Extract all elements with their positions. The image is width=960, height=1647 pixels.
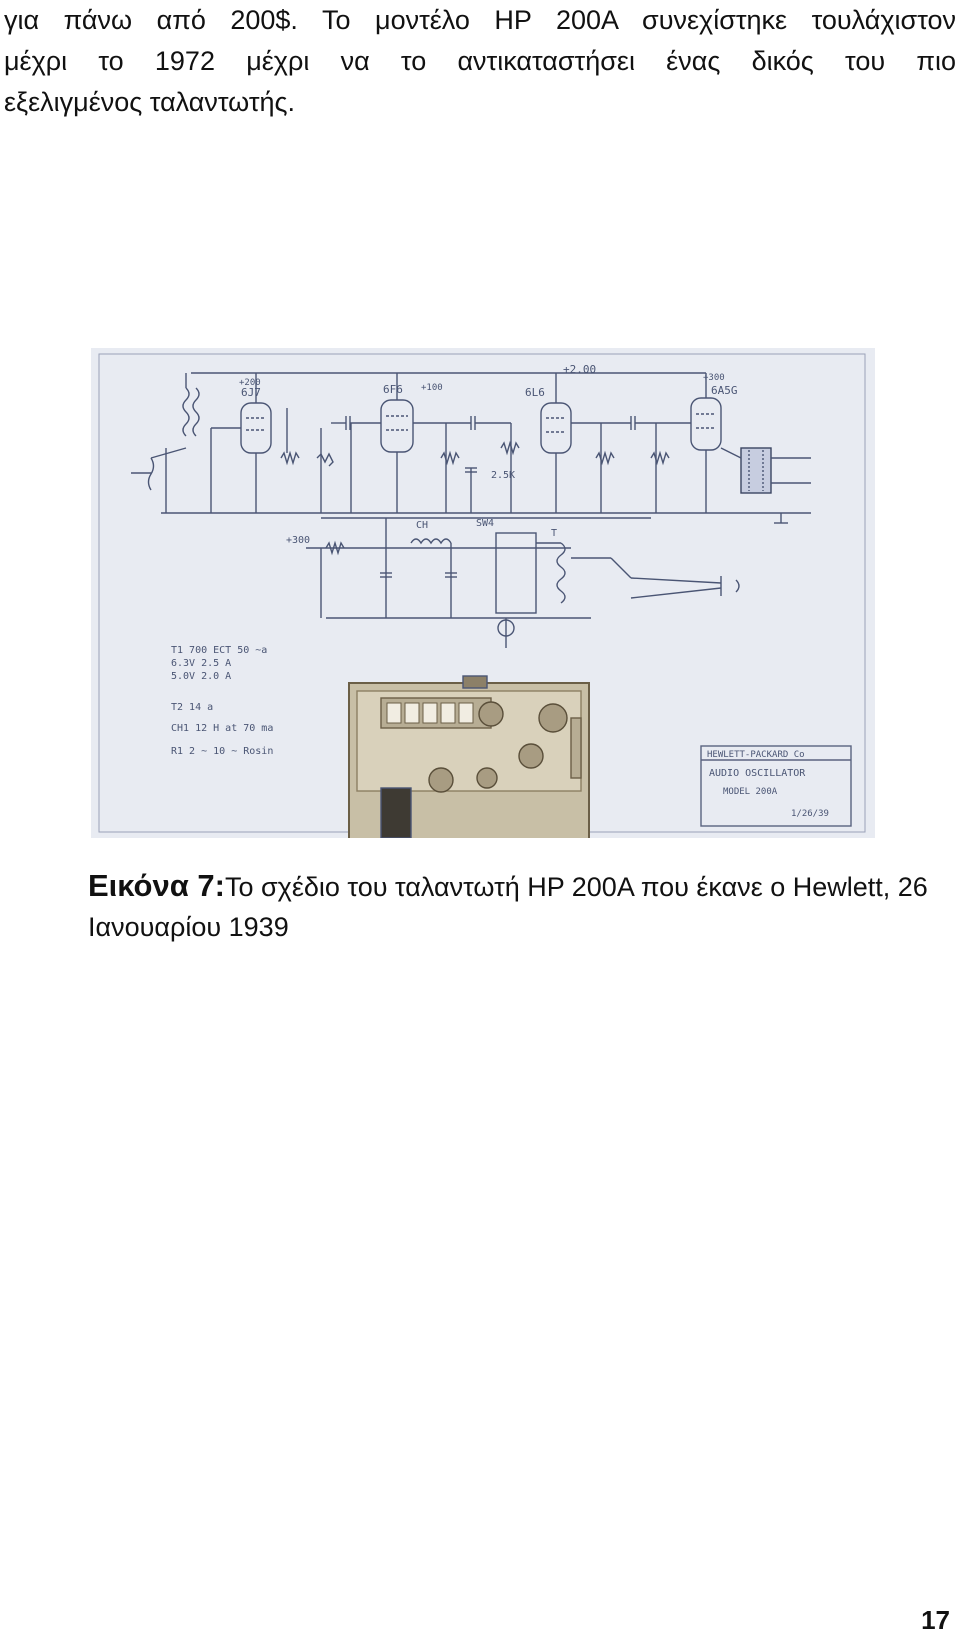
- parts-list-row: T1 700 ECT 50 ~a: [171, 645, 267, 656]
- switch-label: SW4: [476, 518, 494, 529]
- title-block-company: HEWLETT-PACKARD Co: [707, 750, 805, 760]
- parts-list-row: R1 2 ~ 10 ~ Rosin: [171, 746, 273, 757]
- figure-caption: Εικόνα 7:Το σχέδιο του ταλαντωτή HP 200A…: [88, 866, 956, 947]
- output-transformer: [720, 447, 811, 524]
- voltage-label-5: +300: [703, 373, 725, 383]
- body-paragraph: για πάνω από 200$. Το μοντέλο HP 200A συ…: [4, 0, 956, 123]
- body-text-line-3: εξελιγμένος ταλαντωτής.: [4, 87, 296, 117]
- tube-1: [210, 373, 272, 513]
- body-text-line-1: για πάνω από 200$. Το μοντέλο HP 200A συ…: [4, 5, 956, 35]
- tube-3-label: 6L6: [525, 386, 545, 399]
- tube-4-label: 6A5G: [711, 384, 738, 397]
- transformer-label: T: [551, 528, 557, 539]
- caption-label: Εικόνα 7:: [88, 868, 225, 903]
- title-block-name: AUDIO OSCILLATOR: [709, 768, 806, 779]
- schematic-figure: 6J7 +200 6F6 +100 2.5K: [91, 348, 875, 838]
- choke-label: CH: [416, 520, 428, 531]
- body-text-line-2: μέχρι το 1972 μέχρι να το αντικαταστήσει…: [4, 46, 956, 76]
- caption-text: Το σχέδιο του ταλαντωτή HP 200A που έκαν…: [88, 872, 928, 942]
- voltage-label-3: +100: [421, 383, 443, 393]
- schematic-drawing: 6J7 +200 6F6 +100 2.5K: [91, 348, 875, 838]
- tube-3: [540, 373, 572, 513]
- parts-list-row: CH1 12 H at 70 ma: [171, 723, 273, 734]
- voltage-label-4: +2.00: [563, 363, 596, 376]
- parts-list-row: 5.0V 2.0 A: [171, 671, 231, 682]
- tube-2: [380, 373, 414, 513]
- page-number: 17: [921, 1605, 950, 1635]
- parts-list-row: T2 14 a: [171, 702, 213, 713]
- parts-list-row: 6.3V 2.5 A: [171, 658, 231, 669]
- oscillator-photo: [348, 675, 590, 838]
- voltage-label-2: +300: [286, 535, 310, 546]
- tube-2-label: 6F6: [383, 383, 403, 396]
- voltage-label-1: +200: [239, 378, 261, 388]
- resistor-label-1: 2.5K: [491, 470, 515, 481]
- input-transformer: [131, 373, 200, 513]
- tube-1-label: 6J7: [241, 386, 261, 399]
- tube-4: [611, 372, 722, 513]
- title-block-model: MODEL 200A: [723, 787, 778, 797]
- title-block: HEWLETT-PACKARD Co AUDIO OSCILLATOR MODE…: [700, 745, 852, 827]
- title-block-date: 1/26/39: [791, 809, 829, 819]
- parts-list: T1 700 ECT 50 ~a 6.3V 2.5 A 5.0V 2.0 A T…: [171, 645, 273, 757]
